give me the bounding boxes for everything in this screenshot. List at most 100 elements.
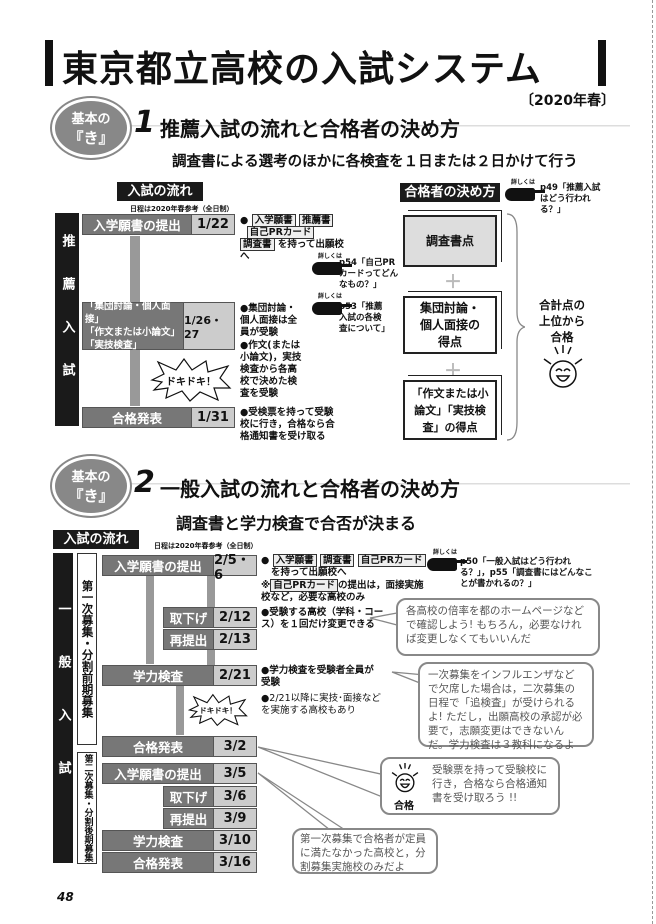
smiling-face-icon: [391, 763, 419, 793]
note-text: の提出は，面接実施校など，必要な高校のみ: [261, 580, 424, 603]
step-date: 1/31: [192, 408, 234, 427]
note-essay: ●作文(または小論文)，実技検査から各高校で決めた検査を受験: [240, 340, 302, 399]
step-date: 3/9: [214, 809, 256, 828]
speech-bubble: 受験票を持って受験校に行き，合格なら合格通知書を受け取ろう !!: [380, 757, 560, 815]
badge-text: 『き』: [68, 129, 114, 147]
section2-number: 2: [134, 465, 155, 500]
step-label: 合格発表: [103, 737, 214, 756]
step-date: 3/5: [214, 764, 256, 783]
step-label: 入学願書の提出: [103, 556, 214, 575]
step-date: 3/2: [214, 737, 256, 756]
ref-tag: 詳しくは: [318, 293, 343, 300]
doc-tag: 入学願書: [251, 214, 296, 227]
flow-arrow: [146, 576, 154, 664]
step-date: 2/13: [214, 630, 256, 649]
result-text: 合計点の上位から合格: [539, 298, 585, 344]
flow-arrow: [207, 650, 215, 665]
doc-tag: 調査書: [319, 554, 355, 567]
section1-subtitle: 調査書による選考のほかに各検査を１日または２日かけて行う: [172, 154, 578, 170]
step-label: 取下げ: [164, 787, 214, 806]
doc-tag: 入学願書: [272, 554, 317, 567]
doc-tag: 自己PRカード: [357, 554, 426, 567]
page-title: 東京都立高校の入試システム: [62, 49, 542, 90]
title-bar-left: [45, 40, 53, 86]
bubble-text: 受験票を持って受験校に行き，合格なら合格通知書を受け取ろう !!: [432, 764, 548, 804]
step-date: 1/22: [192, 215, 234, 234]
step-label: 取下げ: [164, 608, 214, 627]
burst-shape: [150, 358, 232, 402]
title-bar-right: [598, 40, 606, 86]
note-documents: ● 入学願書 推薦書 自己PRカード調査書 を持って出願校へ: [240, 214, 344, 262]
doc-tag: 調査書: [240, 238, 275, 251]
step-date: 2/12: [214, 608, 256, 627]
badge-text: 基本の: [71, 470, 111, 485]
score-box-chosasho: 調査書点: [403, 215, 497, 267]
step-label: 再提出: [164, 809, 214, 828]
pointing-hand-icon: 詳しくは: [312, 293, 352, 315]
step-label-line: 「集団討論・個人面接」: [85, 301, 171, 325]
reference-link[interactable]: p49「推薦入試はどう行われる？」: [540, 183, 601, 215]
plus-icon: ＋: [444, 361, 462, 382]
phase1-label: 第一次募集・分割前期募集: [77, 553, 97, 745]
flow-row: 「集団討論・個人面接」「作文または小論文」「実技検査」1/26・27: [82, 301, 235, 351]
reference-link[interactable]: p50「一般入試はどう行われる？」，p55「調査書にはどんなことが書かれるの？」: [460, 557, 593, 589]
note-result: ●受検票を持って受験校に行き，合格なら合格通知書を受け取る: [240, 407, 335, 442]
step-label: 入学願書の提出: [83, 215, 192, 234]
speech-bubble: 第一次募集で合格者が定員に満たなかった高校と，分割募集実施校のみだよ: [292, 828, 438, 874]
pass-label: 合格: [394, 801, 414, 812]
step-label: 入学願書の提出: [103, 764, 214, 783]
note-change: ●受験する高校（学科・コース）を１回だけ変更できる: [261, 607, 384, 630]
flow-label: 入試の流れ: [53, 530, 139, 549]
reference-link[interactable]: p54「自己PRカードってどんなもの？」: [339, 258, 399, 290]
step-label: 再提出: [164, 630, 214, 649]
ref-tag: 詳しくは: [511, 179, 536, 186]
badge-text: 『き』: [68, 487, 114, 505]
step-label: 学力検査: [103, 831, 214, 850]
section2-badge: 基本の『き』: [52, 456, 130, 516]
section1-band: [120, 108, 630, 150]
step-date: 3/10: [214, 831, 256, 850]
burst-text: ドキドキ！: [166, 376, 216, 388]
note-mark: ※: [261, 580, 271, 591]
flow-label: 入試の流れ: [117, 182, 203, 201]
speech-bubble: 一次募集をインフルエンザなどで欠席した場合は，二次募集の日程で「追検査」が受けら…: [418, 662, 594, 751]
note-extra: ●2/21以降に実技･面接などを実施する高校もあり: [261, 693, 381, 716]
season-label: 〔2020年春〕: [520, 93, 615, 109]
burst-shape: [188, 693, 248, 727]
step-label-line: 「実技検査」: [85, 340, 143, 351]
doc-tail: を持って出願校へ: [240, 239, 344, 262]
flow-arrow: [176, 686, 184, 735]
doc-tag: 自己PRカード: [270, 579, 339, 592]
doc-tail: を持って出願校へ: [270, 567, 347, 578]
step-date: 3/16: [214, 853, 256, 872]
pointing-hand-icon: 詳しくは: [505, 179, 545, 201]
section1-title: 推薦入試の流れと合格者の決め方: [160, 117, 460, 141]
method-label: 合格者の決め方: [400, 183, 500, 202]
step-date: 2/21: [214, 666, 256, 685]
note-documents: ● 入学願書 調査書 自己PRカード を持って出願校へ: [261, 554, 431, 579]
speech-bubble: 各高校の倍率を都のホームページなどで確認しよう! もちろん，必要なければ変更しな…: [396, 598, 600, 656]
section2-subtitle: 調査書と学力検査で合否が決まる: [176, 514, 417, 533]
section2-title: 一般入試の流れと合格者の決め方: [160, 477, 460, 501]
reference-link[interactable]: p53「推薦入試の各検査について」: [339, 302, 390, 334]
section2-band: [120, 466, 630, 508]
page-number: 48: [57, 890, 74, 904]
dashed-margin-line: [652, 0, 653, 924]
step-date: 3/6: [214, 787, 256, 806]
schedule-note: 日程は2020年春参考（全日制）: [130, 205, 234, 213]
pointing-hand-icon: 詳しくは: [312, 253, 352, 275]
step-label: 合格発表: [103, 853, 214, 872]
pointing-hand-icon: 詳しくは: [427, 549, 467, 571]
note-pr-card: ※自己PRカードの提出は，面接実施校など，必要な高校のみ: [261, 579, 431, 604]
plus-icon: ＋: [444, 272, 462, 293]
